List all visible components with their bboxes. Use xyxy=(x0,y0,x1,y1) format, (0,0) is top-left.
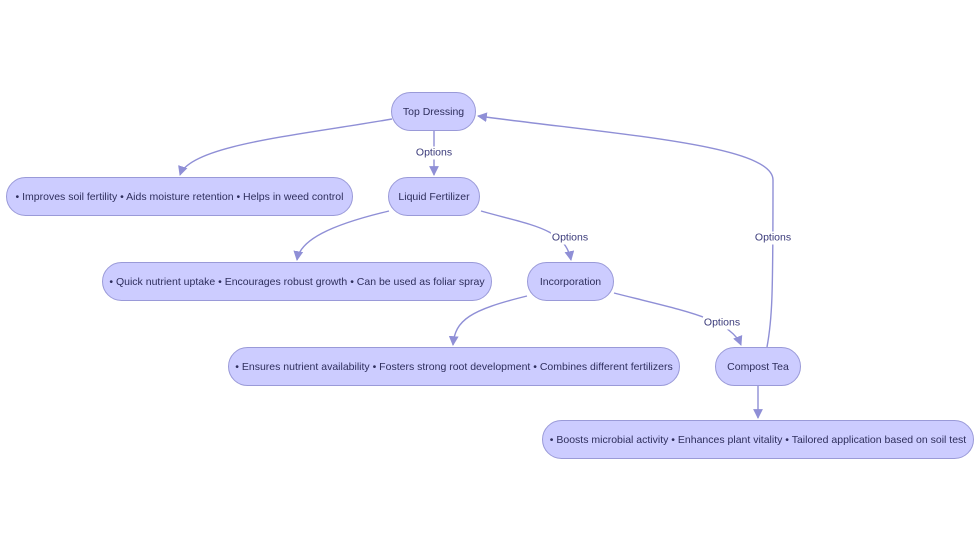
node-top-dressing: Top Dressing xyxy=(391,92,476,131)
edge-label-compost-to-top: Options xyxy=(753,231,793,245)
edge-incorporation-to-compost xyxy=(613,292,743,346)
node-incorporation-benefits: • Ensures nutrient availability • Foster… xyxy=(228,347,680,386)
node-top-dressing-benefits: • Improves soil fertility • Aids moistur… xyxy=(6,177,353,216)
edge-incorporation-to-benefits xyxy=(448,295,528,346)
edge-label-liquid-to-incorporation: Options xyxy=(550,231,590,245)
node-compost-tea: Compost Tea xyxy=(715,347,801,386)
edge-compost-to-top xyxy=(477,112,774,348)
node-liquid-fertilizer-benefits: • Quick nutrient uptake • Encourages rob… xyxy=(102,262,492,301)
edge-label-incorporation-to-compost: Options xyxy=(702,316,742,330)
edge-liquid-to-benefits xyxy=(293,210,390,261)
node-liquid-fertilizer: Liquid Fertilizer xyxy=(388,177,480,216)
edge-top-to-benefits xyxy=(178,118,393,176)
edge-liquid-to-incorporation xyxy=(480,210,575,261)
edge-label-top-to-liquid: Options xyxy=(414,146,454,160)
node-compost-tea-benefits: • Boosts microbial activity • Enhances p… xyxy=(542,420,974,459)
node-incorporation: Incorporation xyxy=(527,262,614,301)
